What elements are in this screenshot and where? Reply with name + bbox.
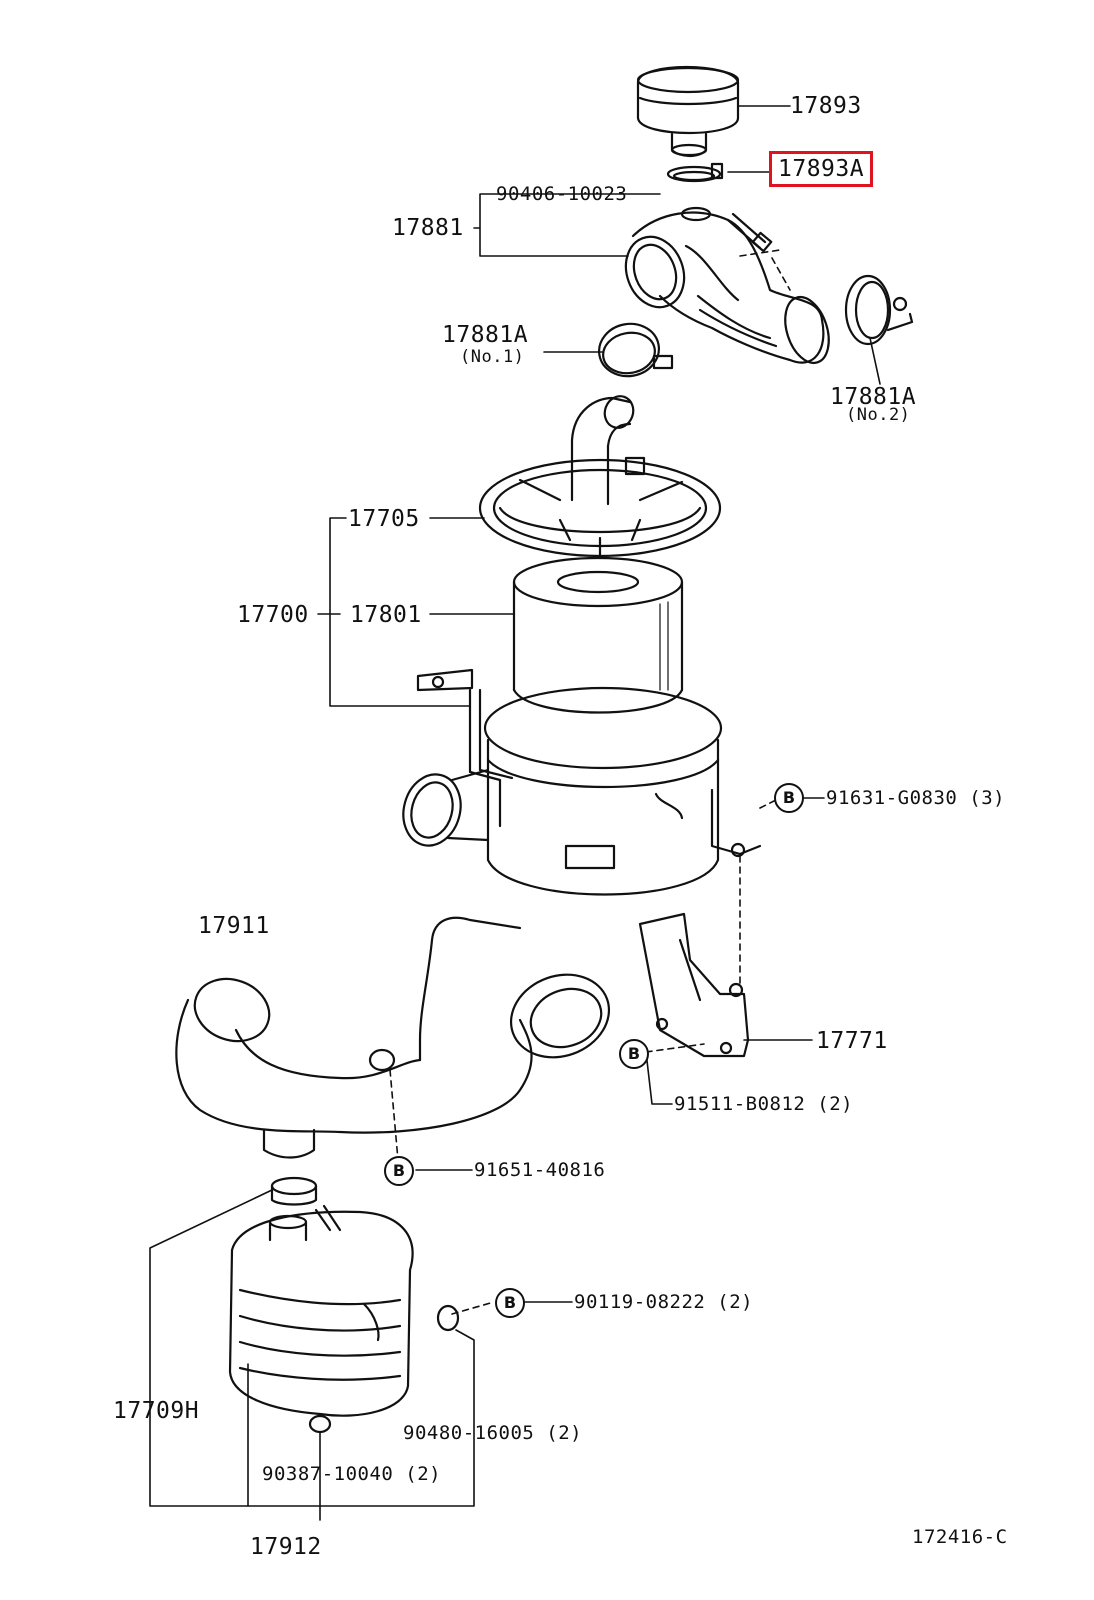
label-hose-clamp-2: 17881A [830,384,917,410]
label-bolt-2: 91511-B0812 (2) [674,1093,854,1115]
diagram-code: 172416-C [912,1526,1008,1548]
label-hose-clamp-1: 17881A [442,322,529,348]
label-hose: 17881 [392,215,464,241]
label-inlet: 17911 [198,913,270,939]
badge-b-1: B [774,783,804,813]
label-collar: 90387-10040 (2) [262,1463,442,1485]
element-part [512,556,684,714]
badge-b-2: B [619,1039,649,1069]
inlet-part [175,916,611,1159]
cap-clamp-part [666,162,724,183]
label-element: 17801 [350,602,422,628]
dashed-lines [389,799,777,1315]
inlet-elbow-part [570,395,646,506]
stay-part [638,912,750,1058]
label-grommet: 90480-16005 (2) [403,1422,583,1444]
badge-b-4: B [495,1288,525,1318]
hose-part [624,206,830,365]
case-part [402,668,762,896]
label-hose-clip: 90406-10023 [496,183,628,205]
hose-clamp-2-part [844,274,914,346]
label-hose-clamp-1-note: (No.1) [460,347,525,367]
hose-clip-part [726,212,773,253]
cap-part [636,65,740,158]
leader-lines [149,105,881,1521]
label-bolt-3: 91651-40816 [474,1159,606,1181]
label-cap: 17893 [790,93,862,119]
label-hose-clamp-2-note: (No.2) [846,405,911,425]
label-resonator: 17709H [113,1398,200,1424]
cover-part [478,458,722,558]
resonator-part [228,1176,460,1434]
badge-b-3: B [384,1156,414,1186]
label-cap-clamp-highlighted: 17893A [769,151,874,187]
label-stay: 17771 [816,1028,888,1054]
label-cover: 17705 [348,506,420,532]
label-bolt-1: 91631-G0830 (3) [826,787,1006,809]
label-assembly: 17700 [237,602,309,628]
hose-clamp-1-part [598,322,674,378]
label-bolt-4: 90119-08222 (2) [574,1291,754,1313]
label-resonator-sub: 17912 [250,1534,322,1560]
